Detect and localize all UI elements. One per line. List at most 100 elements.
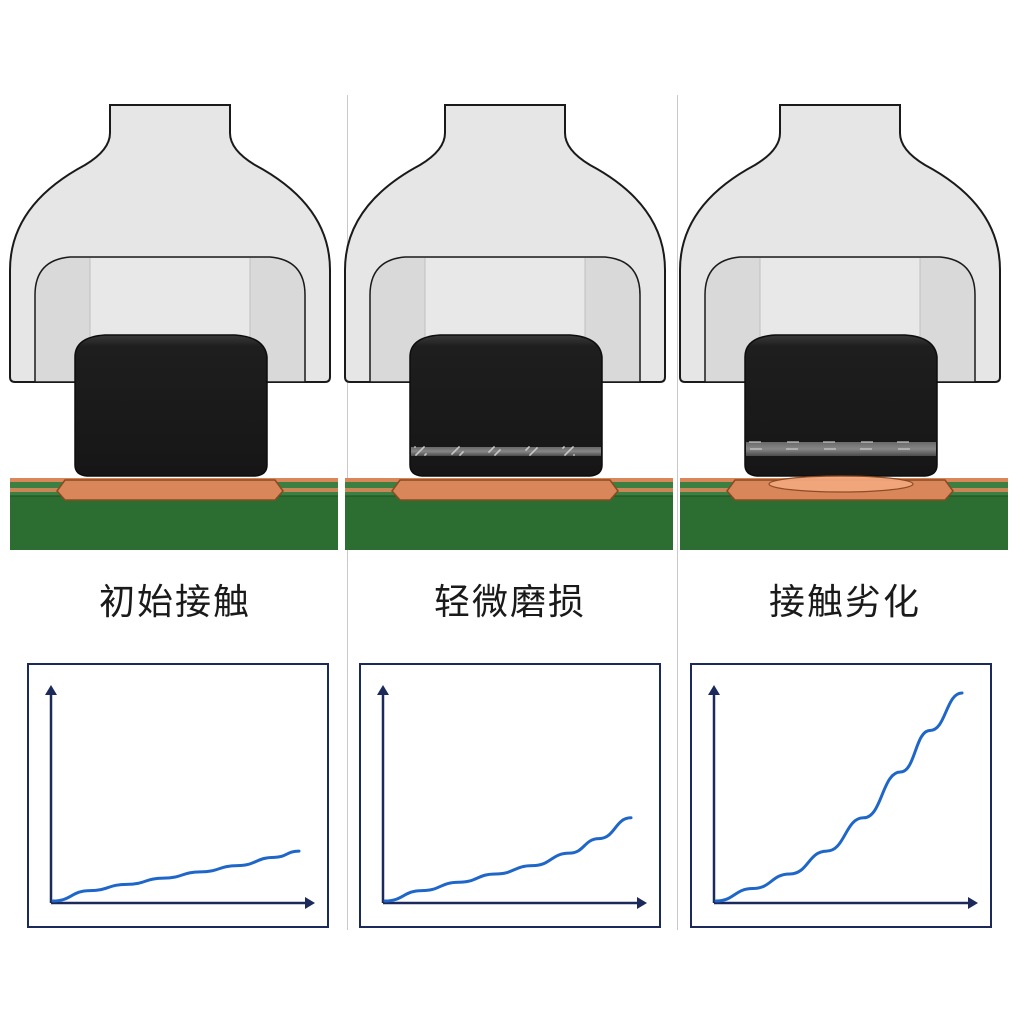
wear-speck (901, 441, 903, 443)
wear-speck (823, 441, 825, 443)
chart-frame (27, 663, 329, 928)
wear-speck (862, 448, 864, 450)
contact-illustration (679, 104, 1008, 550)
wear-speck (786, 448, 788, 450)
wear-speck (749, 441, 751, 443)
stage-panel: 初始接触 (5, 0, 345, 1024)
wear-speck (790, 448, 792, 450)
wear-speck (757, 441, 759, 443)
wear-speck (904, 448, 906, 450)
wear-speck (797, 441, 799, 443)
wear-speck (827, 441, 829, 443)
wear-speck (824, 448, 826, 450)
wear-speck (462, 451, 464, 453)
wear-speck (788, 448, 790, 450)
wear-speck (906, 448, 908, 450)
wear-speck (907, 441, 909, 443)
trend-curve (383, 816, 633, 903)
divider-2 (677, 95, 678, 930)
contact-pad (391, 479, 619, 501)
wear-speck (861, 441, 863, 443)
x-axis-arrow (305, 897, 315, 909)
wear-speck (795, 441, 797, 443)
wear-speck (832, 448, 834, 450)
wear-speck (902, 448, 904, 450)
contact-illustration (344, 104, 673, 550)
stage-panel: 接触劣化 (675, 0, 1015, 1024)
wear-speck (572, 446, 574, 448)
wear-speck (900, 448, 902, 450)
x-axis-arrow (968, 897, 978, 909)
wear-speck (752, 448, 754, 450)
wear-speck (793, 441, 795, 443)
wear-speck (903, 441, 905, 443)
wear-speck (866, 448, 868, 450)
wear-band (746, 442, 936, 456)
wear-speck (830, 448, 832, 450)
wear-speck (826, 448, 828, 450)
wear-speck (493, 446, 495, 448)
wear-speck (898, 448, 900, 450)
wear-speck (760, 448, 762, 450)
wear-speck (787, 441, 789, 443)
wear-speck (867, 441, 869, 443)
wear-speck (829, 441, 831, 443)
wear-speck (751, 441, 753, 443)
chart-frame (690, 663, 992, 928)
wear-speck (831, 441, 833, 443)
wear-speck (573, 454, 575, 456)
wear-speck (754, 448, 756, 450)
chart-frame (359, 663, 661, 928)
wear-speck (869, 441, 871, 443)
wear-speck (499, 449, 501, 451)
wear-speck (423, 446, 425, 448)
wear-speck (905, 441, 907, 443)
wear-speck (833, 441, 835, 443)
wear-speck (528, 446, 530, 448)
wear-speck (864, 448, 866, 450)
rubber-contact (409, 334, 603, 477)
stage-label: 轻微磨损 (433, 582, 586, 623)
wear-speck (796, 448, 798, 450)
rubber-contact (744, 334, 938, 477)
wear-speck (425, 453, 427, 455)
wear-speck (828, 448, 830, 450)
wear-speck (863, 441, 865, 443)
wear-speck (870, 448, 872, 450)
wear-speck (897, 441, 899, 443)
trend-curve (714, 691, 964, 903)
wear-speck (750, 448, 752, 450)
wear-speck (758, 448, 760, 450)
wear-band (411, 447, 601, 456)
trend-chart (359, 663, 661, 928)
wear-speck (753, 441, 755, 443)
contact-pad (56, 479, 284, 501)
y-axis-arrow (45, 685, 57, 695)
wear-speck (871, 441, 873, 443)
x-axis-arrow (637, 897, 647, 909)
stage-panel: 轻微磨损 (340, 0, 680, 1024)
wear-speck (825, 441, 827, 443)
stage-label: 接触劣化 (768, 582, 921, 623)
wear-speck (899, 441, 901, 443)
wear-speck (792, 448, 794, 450)
trend-chart (690, 663, 992, 928)
pad-erosion (768, 475, 914, 493)
wear-speck (458, 446, 460, 448)
wear-speck (860, 448, 862, 450)
trend-chart (27, 663, 329, 928)
rubber-contact (74, 334, 268, 477)
wear-speck (756, 448, 758, 450)
wear-speck (794, 448, 796, 450)
wear-speck (791, 441, 793, 443)
trend-curve (51, 849, 301, 903)
wear-speck (789, 441, 791, 443)
stage-label: 初始接触 (98, 582, 251, 623)
y-axis-arrow (377, 685, 389, 695)
wear-speck (414, 446, 416, 448)
wear-speck (563, 446, 565, 448)
wear-speck (755, 441, 757, 443)
wear-speck (759, 441, 761, 443)
y-axis-arrow (708, 685, 720, 695)
wear-speck (834, 448, 836, 450)
